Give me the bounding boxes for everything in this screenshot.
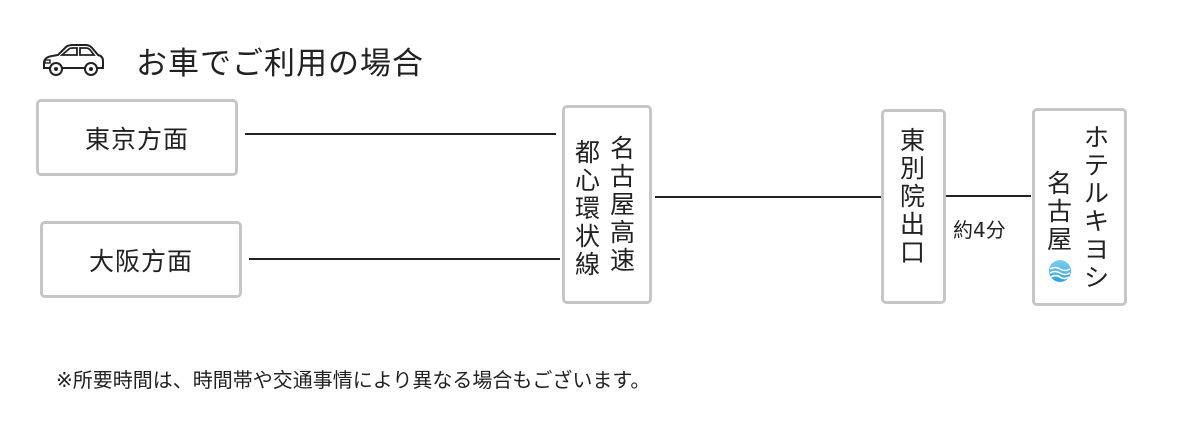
char: 都 — [575, 137, 601, 167]
origin-tokyo-box: 東京方面 — [36, 99, 238, 176]
route-line-tokyo — [245, 133, 556, 135]
footnote: ※所要時間は、時間帯や交通事情により異なる場合もございます。 — [56, 368, 651, 392]
char: テ — [1084, 150, 1110, 180]
char: 線 — [575, 249, 601, 279]
char: ル — [1084, 178, 1110, 208]
char: キ — [1084, 206, 1110, 236]
char: 環 — [575, 193, 601, 223]
char: 別 — [900, 153, 926, 183]
char: 出 — [900, 209, 926, 239]
section-heading: お車でご利用の場合 — [40, 38, 424, 82]
route-line-exit — [946, 195, 1031, 197]
route-line-osaka — [249, 258, 560, 260]
char: 東 — [900, 125, 926, 155]
char: シ — [1084, 262, 1110, 292]
hotel-label: ホ テ ル キ ヨ シ 名 古 屋 — [1047, 123, 1109, 291]
route-line-expressway — [655, 196, 881, 198]
char: 院 — [900, 181, 926, 211]
exit-line: 東 別 院 出 口 — [900, 126, 925, 266]
expressway-line-2: 都 心 環 状 線 — [575, 138, 600, 278]
char: 屋 — [610, 189, 636, 219]
hotel-box: ホ テ ル キ ヨ シ 名 古 屋 — [1032, 108, 1127, 306]
heading-title: お車でご利用の場合 — [136, 45, 424, 82]
car-icon — [43, 44, 104, 76]
expressway-line-1: 名 古 屋 高 速 — [610, 134, 635, 278]
char: ヨ — [1084, 234, 1110, 264]
char: 心 — [575, 165, 601, 195]
hotel-name-line: ホ テ ル キ ヨ シ — [1084, 123, 1109, 291]
char: 状 — [575, 221, 601, 251]
char: 古 — [1047, 196, 1073, 226]
hotel-logo-icon — [1048, 260, 1071, 282]
char: 名 — [610, 133, 636, 163]
origin-osaka-box: 大阪方面 — [40, 221, 242, 298]
char: 口 — [900, 237, 926, 267]
expressway-label: 名 古 屋 高 速 都 心 環 状 線 — [575, 134, 635, 278]
exit-label: 東 別 院 出 口 — [900, 126, 925, 266]
char: 古 — [610, 161, 636, 191]
hotel-city-line: 名 古 屋 — [1047, 169, 1072, 291]
travel-time-label: 約4分 — [953, 218, 1006, 242]
origin-osaka-label: 大阪方面 — [88, 246, 193, 276]
expressway-box: 名 古 屋 高 速 都 心 環 状 線 — [562, 105, 652, 304]
char: ホ — [1084, 122, 1110, 152]
char: 名 — [1047, 168, 1073, 198]
char: 速 — [610, 245, 636, 275]
exit-box: 東 別 院 出 口 — [881, 109, 946, 304]
origin-tokyo-label: 東京方面 — [84, 124, 189, 154]
char: 屋 — [1047, 224, 1073, 254]
char: 高 — [610, 217, 636, 247]
